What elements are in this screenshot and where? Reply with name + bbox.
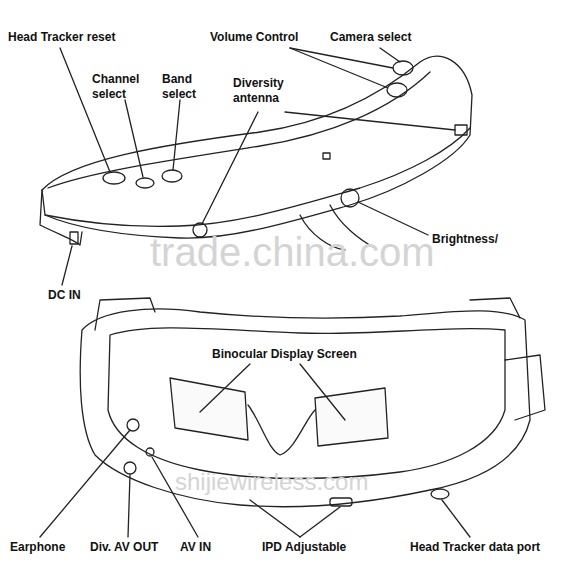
port-label: AV IN	[180, 540, 211, 555]
part-label: Volume Control	[210, 30, 298, 45]
part-label: Band select	[162, 72, 202, 102]
port-label: DC IN	[48, 288, 81, 303]
part-label: Head Tracker reset	[8, 30, 115, 45]
watermark: shijiewireless.com	[175, 470, 368, 494]
part-label: Binocular Display Screen	[212, 347, 357, 362]
part-label: Diversity antenna	[233, 76, 303, 106]
part-label: IPD Adjustable	[262, 540, 346, 555]
part-label: Camera select	[330, 30, 411, 45]
port-label: Head Tracker data port	[410, 540, 540, 555]
watermark: trade.china.com	[150, 232, 435, 272]
port-label: Div. AV OUT	[90, 540, 158, 555]
part-label: Brightness/	[432, 232, 498, 247]
part-label: Channel select	[92, 72, 144, 102]
port-label: Earphone	[10, 540, 65, 555]
